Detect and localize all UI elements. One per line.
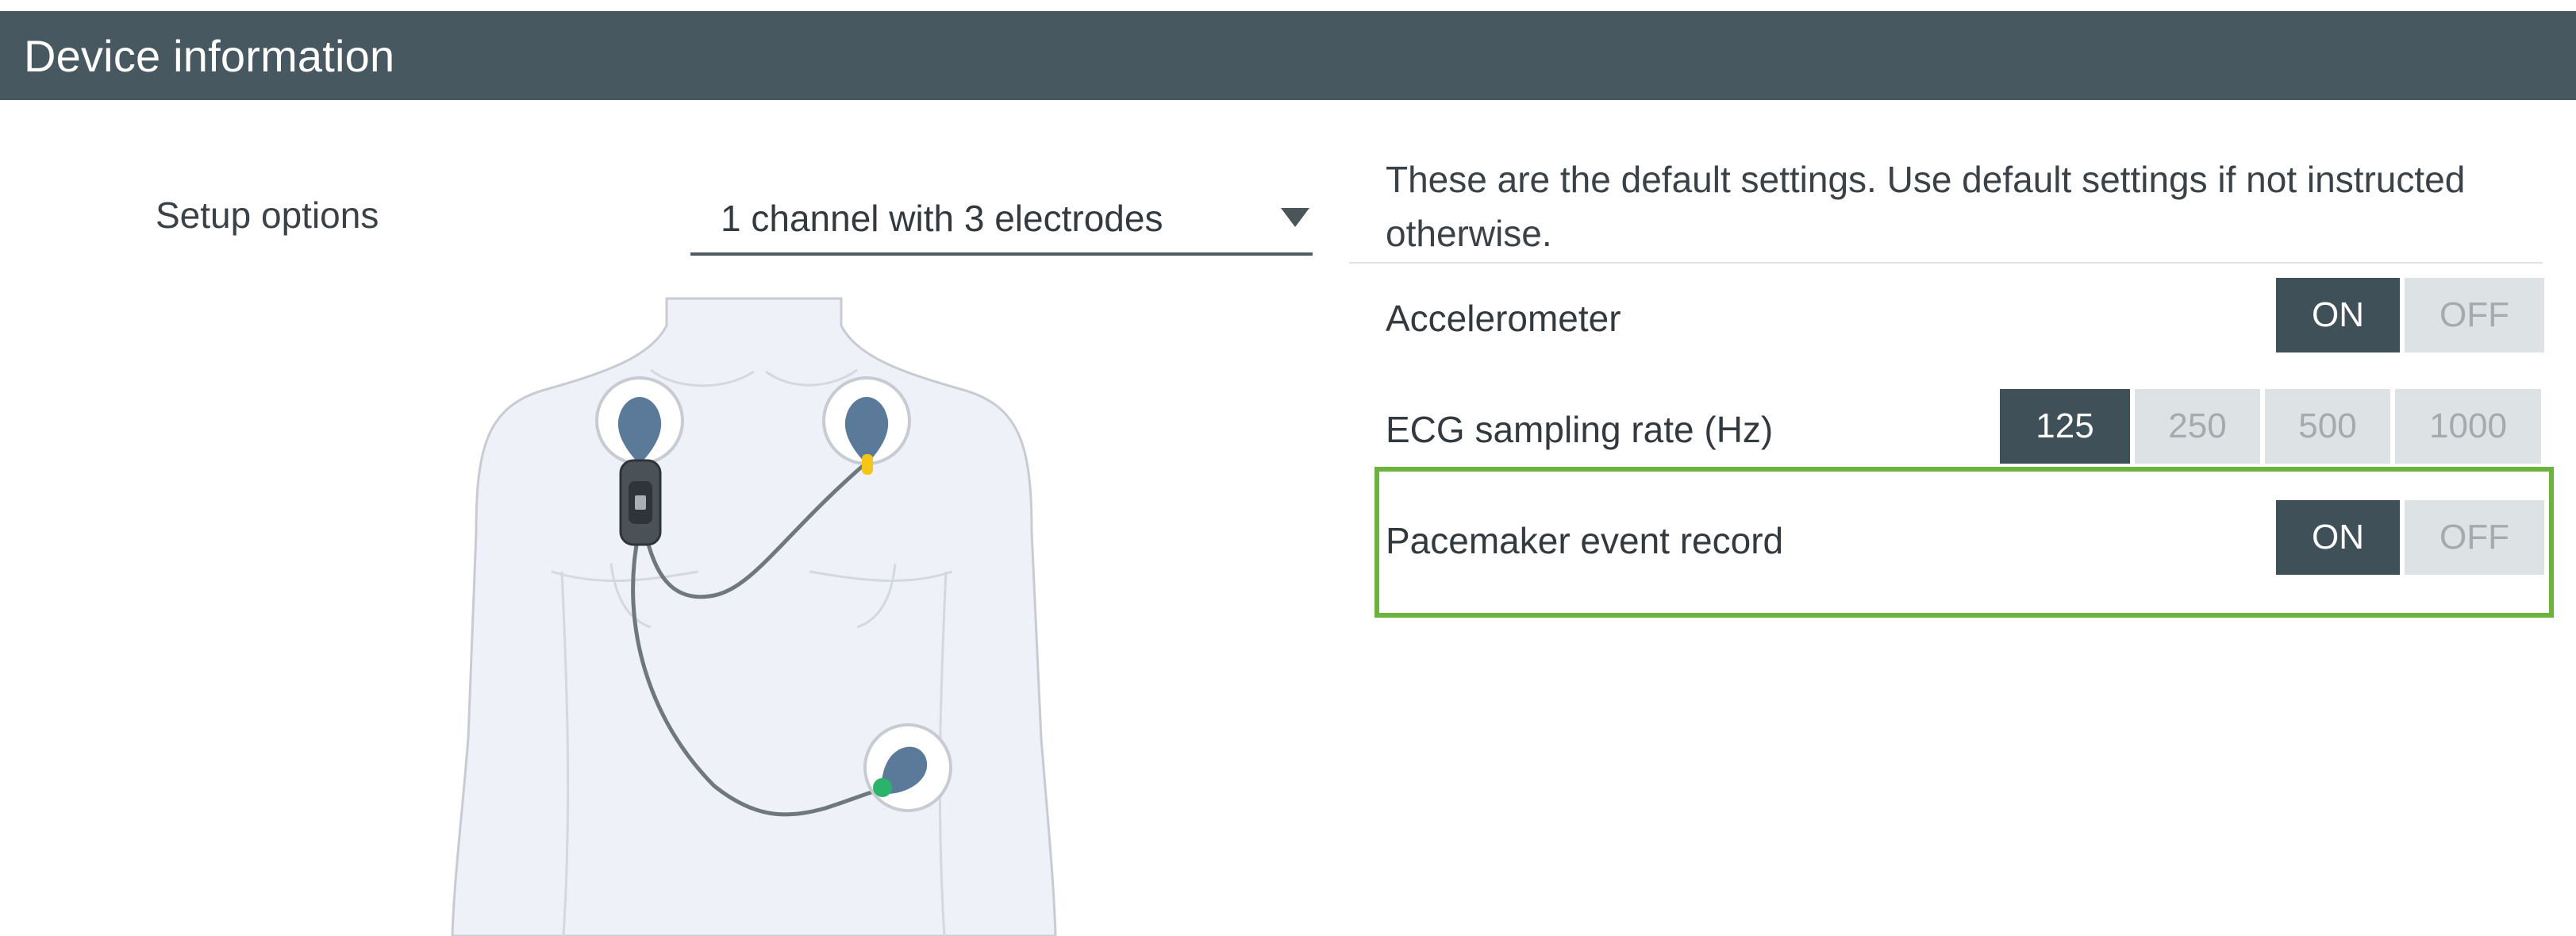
torso-electrode-placement-illustration (451, 297, 1057, 936)
ecg-sampling-rate-label: ECG sampling rate (Hz) (1386, 409, 1774, 450)
setup-options-value: 1 channel with 3 electrodes (721, 198, 1163, 239)
header-bar: Device information (0, 11, 2576, 100)
pacemaker-on-button[interactable]: ON (2276, 500, 2400, 575)
default-settings-info: These are the default settings. Use defa… (1386, 159, 2466, 254)
divider (1349, 262, 2543, 264)
pacemaker-highlight-box (1375, 467, 2554, 618)
triangle-down-icon (1281, 208, 1309, 227)
ecg-rate-1000-button[interactable]: 1000 (2395, 389, 2541, 464)
ecg-sampling-rate-selector: 125 250 500 1000 (2000, 389, 2541, 464)
accelerometer-on-button[interactable]: ON (2276, 278, 2400, 352)
pacemaker-off-button[interactable]: OFF (2405, 500, 2544, 575)
page-title: Device information (24, 30, 395, 81)
setup-options-dropdown[interactable]: 1 channel with 3 electrodes (690, 181, 1313, 256)
pacemaker-event-record-toggle: ON OFF (2276, 500, 2544, 575)
pacemaker-event-record-label: Pacemaker event record (1386, 520, 1784, 561)
accelerometer-label: Accelerometer (1386, 298, 1621, 339)
ecg-rate-250-button[interactable]: 250 (2135, 389, 2260, 464)
accelerometer-toggle: ON OFF (2276, 278, 2544, 352)
setup-options-label: Setup options (156, 195, 379, 236)
accelerometer-off-button[interactable]: OFF (2405, 278, 2544, 352)
ecg-rate-500-button[interactable]: 500 (2265, 389, 2390, 464)
ecg-rate-125-button[interactable]: 125 (2000, 389, 2130, 464)
